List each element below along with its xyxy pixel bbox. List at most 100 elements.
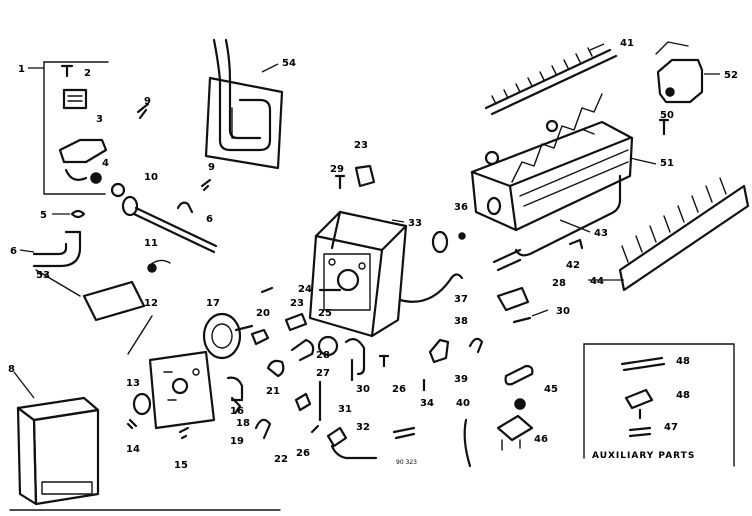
callout-37: 37 xyxy=(454,294,468,305)
lever-19 xyxy=(254,418,272,440)
clip-18 xyxy=(230,396,242,414)
callout-15: 15 xyxy=(174,460,188,471)
callout-33: 33 xyxy=(408,218,422,229)
callout-4: 4 xyxy=(102,158,109,169)
callout-13: 13 xyxy=(126,378,140,389)
callout-48a: 48 xyxy=(676,356,690,367)
heater-43 xyxy=(514,174,622,257)
callout-44: 44 xyxy=(590,276,604,287)
fill-valve-rod xyxy=(110,182,218,273)
auxiliary-parts-label: AUXILIARY PARTS xyxy=(592,451,695,461)
callout-27: 27 xyxy=(316,368,330,379)
callout-19: 19 xyxy=(230,436,244,447)
callout-30a: 30 xyxy=(356,384,370,395)
leader-lines xyxy=(261,43,720,317)
switch-38 xyxy=(428,338,450,364)
arm-40 xyxy=(463,418,472,468)
gear-25 xyxy=(317,335,339,357)
screw-29 xyxy=(334,174,346,190)
clip-6-upper xyxy=(176,201,194,214)
part-group-1-bracket xyxy=(28,61,109,195)
wire-37 xyxy=(398,273,464,303)
callout-labels: 1 2 3 4 5 6 6 8 9 9 10 11 12 13 14 15 16… xyxy=(8,38,738,471)
screw-30-right xyxy=(512,316,532,324)
thermostat-30 xyxy=(344,338,366,382)
callout-21: 21 xyxy=(266,386,280,397)
callout-10: 10 xyxy=(144,172,158,183)
screw-50-upper xyxy=(658,118,670,136)
auxiliary-parts-box xyxy=(583,343,735,467)
callout-38: 38 xyxy=(454,316,468,327)
callout-6b: 6 xyxy=(206,214,213,225)
callout-52: 52 xyxy=(724,70,738,81)
callout-34: 34 xyxy=(420,398,434,409)
callout-30b: 30 xyxy=(556,306,570,317)
callout-25: 25 xyxy=(318,308,332,319)
callout-29: 29 xyxy=(330,164,344,175)
ice-bin-8 xyxy=(13,371,100,506)
callout-41: 41 xyxy=(620,38,634,49)
heater-54 xyxy=(204,38,284,170)
harness-31-32 xyxy=(326,426,416,460)
callout-5: 5 xyxy=(40,210,47,221)
callout-47: 47 xyxy=(664,422,678,433)
callout-51: 51 xyxy=(660,158,674,169)
callout-2: 2 xyxy=(84,68,91,79)
callout-28b: 28 xyxy=(552,278,566,289)
cable-42 xyxy=(492,248,522,272)
valve-46 xyxy=(496,398,534,451)
callout-50: 50 xyxy=(660,110,674,121)
fill-tube-elbow xyxy=(32,230,82,268)
shutoff-arm-52 xyxy=(655,41,704,104)
screw-9-middle xyxy=(200,178,212,192)
gasket-36 xyxy=(431,230,449,254)
screw-9-upper xyxy=(136,102,150,120)
part-21 xyxy=(266,359,285,378)
callout-17: 17 xyxy=(206,298,220,309)
ejector-41 xyxy=(484,47,618,116)
callout-28a: 28 xyxy=(316,350,330,361)
switch-16 xyxy=(226,376,244,402)
callout-45: 45 xyxy=(544,384,558,395)
callout-8: 8 xyxy=(8,364,15,375)
mount-plate-12 xyxy=(127,315,216,430)
screw-14 xyxy=(126,418,138,430)
callout-32: 32 xyxy=(356,422,370,433)
bracket-20 xyxy=(250,328,270,346)
motor-17 xyxy=(202,312,254,360)
screw-15 xyxy=(178,426,190,440)
callout-16: 16 xyxy=(230,406,244,417)
callout-6: 6 xyxy=(10,246,17,257)
callout-36: 36 xyxy=(454,202,468,213)
screw-26-right xyxy=(378,354,390,368)
bracket-23-mid xyxy=(284,312,308,332)
lever-39 xyxy=(468,337,484,354)
clip-5 xyxy=(70,209,86,219)
callout-43: 43 xyxy=(594,228,608,239)
ice-mold-51 xyxy=(470,93,634,232)
callout-26b: 26 xyxy=(392,384,406,395)
diagram-code: 90 323 xyxy=(396,459,417,466)
screw-26-left xyxy=(310,424,320,434)
bracket-23-top xyxy=(354,164,376,188)
bracket-28-right xyxy=(496,286,530,312)
callout-11: 11 xyxy=(144,238,158,249)
aux-fitting-47 xyxy=(628,426,652,438)
cam-25 xyxy=(290,338,315,362)
callout-53: 53 xyxy=(36,270,50,281)
callout-48b: 48 xyxy=(676,390,690,401)
plate-53 xyxy=(35,269,146,322)
callout-20: 20 xyxy=(256,308,270,319)
callout-3: 3 xyxy=(96,114,103,125)
aux-tube-48 xyxy=(620,356,666,372)
callout-39: 39 xyxy=(454,374,468,385)
callout-9a: 9 xyxy=(144,96,151,107)
aux-valve-48 xyxy=(624,388,654,420)
callout-23-top: 23 xyxy=(354,140,368,151)
callout-42: 42 xyxy=(566,260,580,271)
callout-18: 18 xyxy=(236,418,250,429)
callout-23-mid: 23 xyxy=(290,298,304,309)
stripper-44 xyxy=(618,177,750,292)
callout-40: 40 xyxy=(456,398,470,409)
